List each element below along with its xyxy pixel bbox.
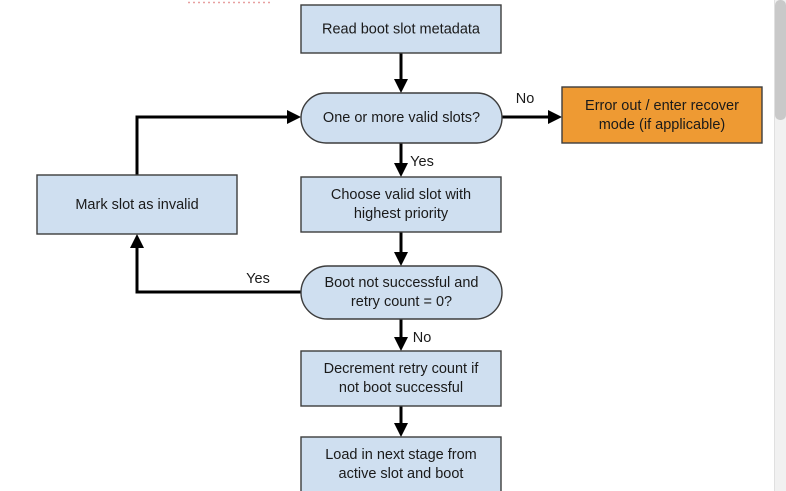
edge-boot-no-to-decrement xyxy=(394,319,408,351)
edge-label-yes-retry-loop: Yes xyxy=(246,271,270,287)
node-read-boot-slot-metadata-label: Read boot slot metadata xyxy=(322,21,481,37)
edge-label-yes-valid-slots: Yes xyxy=(410,154,434,170)
edge-choose-to-boot-decision xyxy=(394,232,408,266)
node-load-next-stage-line-1: Load in next stage from xyxy=(325,447,477,463)
edge-valid-slots-no-to-error xyxy=(502,110,562,124)
edge-label-no-retry: No xyxy=(413,330,432,346)
scrollbar-thumb[interactable] xyxy=(775,0,786,120)
edge-mark-invalid-to-valid-slots xyxy=(135,110,301,175)
node-error-out-enter-recover-mode[interactable]: Error out / enter recover mode (if appli… xyxy=(561,86,763,144)
node-load-next-stage-active-slot[interactable]: Load in next stage from active slot and … xyxy=(300,436,502,491)
node-decrement-retry-count[interactable]: Decrement retry count if not boot succes… xyxy=(300,350,502,407)
node-boot-not-successful-line-2: retry count = 0? xyxy=(351,294,452,310)
node-one-or-more-valid-slots-label: One or more valid slots? xyxy=(323,110,480,126)
node-decrement-retry-count-line-1: Decrement retry count if xyxy=(324,361,480,377)
edge-label-no-valid-slots: No xyxy=(516,91,535,107)
node-choose-valid-slot-highest-priority[interactable]: Choose valid slot with highest priority xyxy=(300,176,502,233)
edge-decrement-to-load-next-stage xyxy=(394,406,408,437)
edge-boot-yes-to-mark-invalid xyxy=(130,234,301,294)
node-boot-not-successful-and-retry-count-zero[interactable]: Boot not successful and retry count = 0? xyxy=(300,265,503,320)
node-load-next-stage-line-2: active slot and boot xyxy=(339,466,464,482)
node-read-boot-slot-metadata[interactable]: Read boot slot metadata xyxy=(300,4,502,54)
node-mark-slot-as-invalid-label: Mark slot as invalid xyxy=(75,197,198,213)
edge-metadata-to-valid-slots xyxy=(394,53,408,93)
node-error-out-line-1: Error out / enter recover xyxy=(585,98,739,114)
node-error-out-line-2: mode (if applicable) xyxy=(599,117,726,133)
node-one-or-more-valid-slots[interactable]: One or more valid slots? xyxy=(300,92,503,144)
node-boot-not-successful-line-1: Boot not successful and xyxy=(325,275,479,291)
node-decrement-retry-count-line-2: not boot successful xyxy=(339,380,463,396)
node-mark-slot-as-invalid[interactable]: Mark slot as invalid xyxy=(36,174,238,235)
vertical-scrollbar[interactable] xyxy=(774,0,786,491)
node-choose-valid-slot-line-1: Choose valid slot with xyxy=(331,187,471,203)
node-choose-valid-slot-line-2: highest priority xyxy=(354,206,449,222)
edge-valid-slots-yes-to-choose xyxy=(394,143,408,177)
